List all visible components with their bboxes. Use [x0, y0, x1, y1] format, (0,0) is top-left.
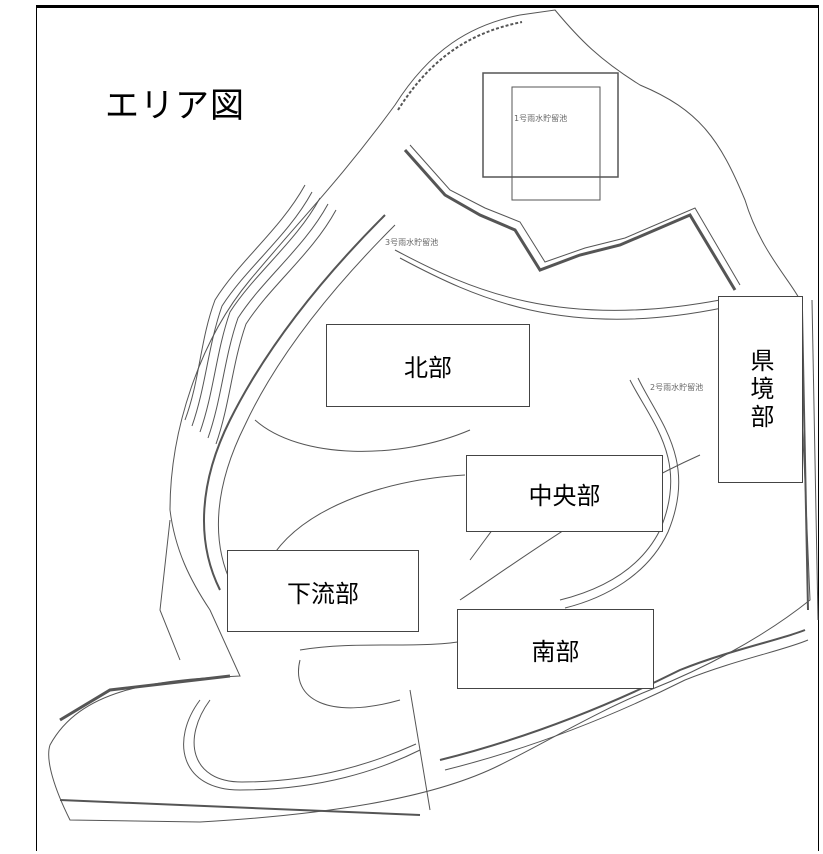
area-south-label: 南部: [457, 609, 654, 689]
pond1-label: 1号雨水貯留池: [514, 114, 568, 123]
area-north-label: 北部: [326, 324, 530, 407]
page-title: エリア図: [105, 86, 245, 126]
map-frame: [36, 5, 819, 851]
pond3-label: 3号雨水貯留池: [385, 238, 439, 247]
area-prefecture-border-label: 県境部: [718, 296, 803, 483]
site-boundary: [48, 9, 811, 823]
area-downstream-label: 下流部: [227, 550, 419, 632]
pond2-label: 2号雨水貯留池: [650, 383, 704, 392]
area-central-label: 中央部: [466, 455, 663, 532]
